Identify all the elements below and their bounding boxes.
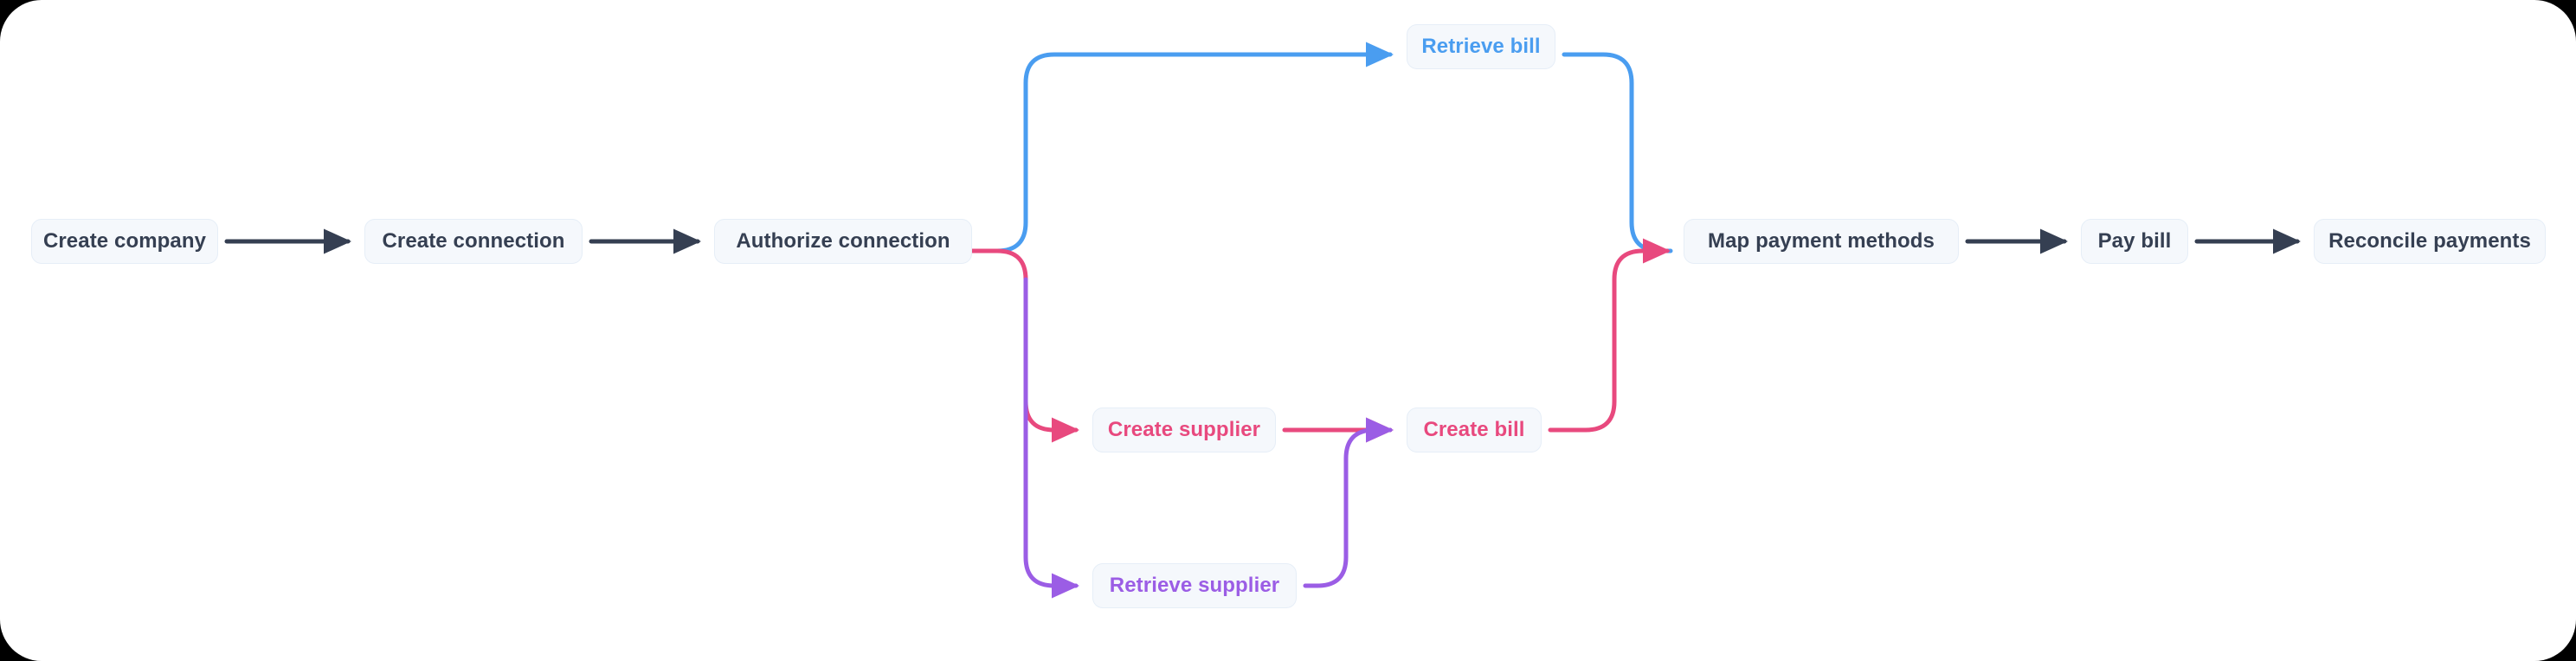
- edge-retrieve-supplier-to-create-bill: [1303, 417, 1394, 588]
- edge-retrieve-bill-to-map-payment-methods: [1562, 52, 1673, 253]
- node-label: Create connection: [382, 229, 565, 253]
- node-label: Create supplier: [1107, 418, 1261, 441]
- node-retrieve-supplier[interactable]: Retrieve supplier: [1092, 563, 1297, 608]
- node-create-supplier[interactable]: Create supplier: [1092, 408, 1276, 452]
- node-create-connection[interactable]: Create connection: [364, 219, 583, 264]
- node-label: Retrieve bill: [1421, 35, 1541, 58]
- node-create-bill[interactable]: Create bill: [1407, 408, 1542, 452]
- edge-authorize-connection-to-retrieve-bill: [969, 42, 1394, 253]
- node-label: Retrieve supplier: [1109, 574, 1280, 597]
- node-label: Pay bill: [2097, 229, 2172, 253]
- node-reconcile-payments[interactable]: Reconcile payments: [2314, 219, 2546, 264]
- node-retrieve-bill[interactable]: Retrieve bill: [1407, 24, 1555, 69]
- node-label: Create company: [42, 229, 207, 253]
- node-pay-bill[interactable]: Pay bill: [2081, 219, 2188, 264]
- edge-authorize-connection-to-retrieve-supplier: [1023, 277, 1080, 599]
- node-label: Map payment methods: [1708, 229, 1935, 253]
- node-authorize-connection[interactable]: Authorize connection: [714, 219, 972, 264]
- node-label: Create bill: [1423, 418, 1525, 441]
- node-label: Authorize connection: [736, 229, 950, 253]
- node-map-payment-methods[interactable]: Map payment methods: [1684, 219, 1959, 264]
- node-label: Reconcile payments: [2328, 229, 2531, 253]
- node-create-company[interactable]: Create company: [31, 219, 218, 264]
- edge-create-bill-to-map-payment-methods: [1548, 238, 1671, 433]
